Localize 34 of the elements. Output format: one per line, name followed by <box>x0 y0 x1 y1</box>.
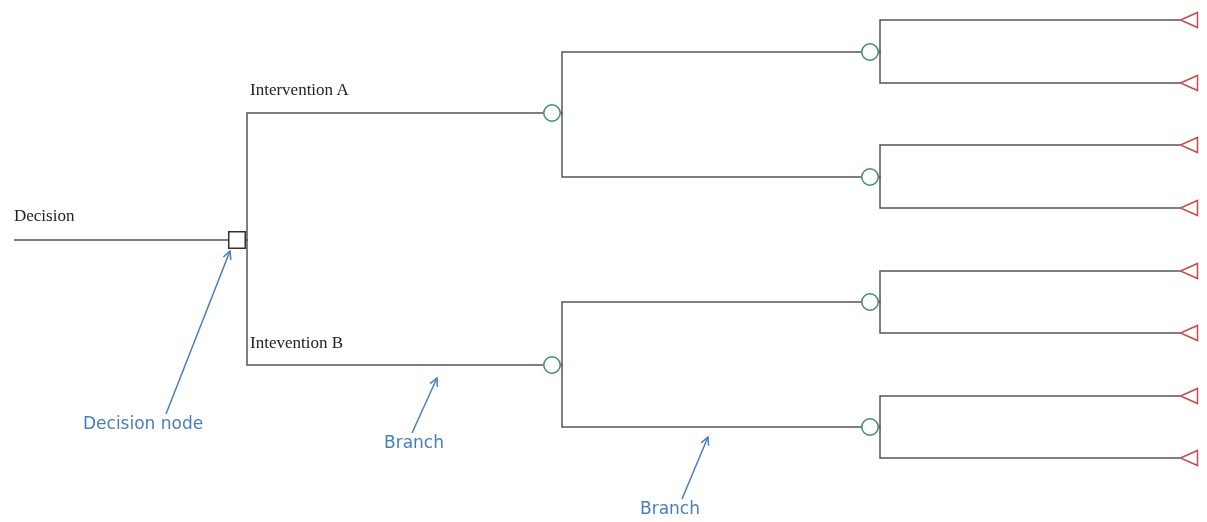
branch-line <box>878 19 1181 53</box>
terminal-triangle <box>1180 325 1198 341</box>
annotation-text: Branch <box>384 432 444 452</box>
branch-line <box>560 112 862 178</box>
branch-line <box>878 144 1181 178</box>
terminal-triangle <box>1180 200 1198 216</box>
branch-line <box>560 364 862 428</box>
terminal-triangle <box>1180 75 1198 91</box>
chance-circle <box>543 356 561 374</box>
leader-arrow <box>411 377 439 434</box>
annotation-text: Branch <box>640 498 700 518</box>
chance-circle <box>861 418 879 436</box>
terminal-triangle <box>1180 388 1198 404</box>
chance-circle <box>861 43 879 61</box>
leader-arrow <box>681 436 710 500</box>
terminal-triangle <box>1180 450 1198 466</box>
branch-line <box>878 301 1181 334</box>
branch-line <box>560 301 862 366</box>
decision-square <box>228 231 246 249</box>
chance-circle <box>861 168 879 186</box>
terminal-triangle <box>1180 263 1198 279</box>
branch-line <box>878 395 1181 428</box>
annotation-text: Decision node <box>83 413 204 433</box>
branch-line <box>878 270 1181 303</box>
branch-line <box>878 426 1181 459</box>
leader-arrow <box>165 250 232 415</box>
branch-line <box>13 239 229 241</box>
terminal-triangle <box>1180 12 1198 28</box>
chance-circle <box>543 104 561 122</box>
terminal-triangle <box>1180 137 1198 153</box>
branch-line <box>878 176 1181 209</box>
branch-line <box>878 51 1181 84</box>
chance-circle <box>861 293 879 311</box>
branch-line <box>560 51 862 114</box>
